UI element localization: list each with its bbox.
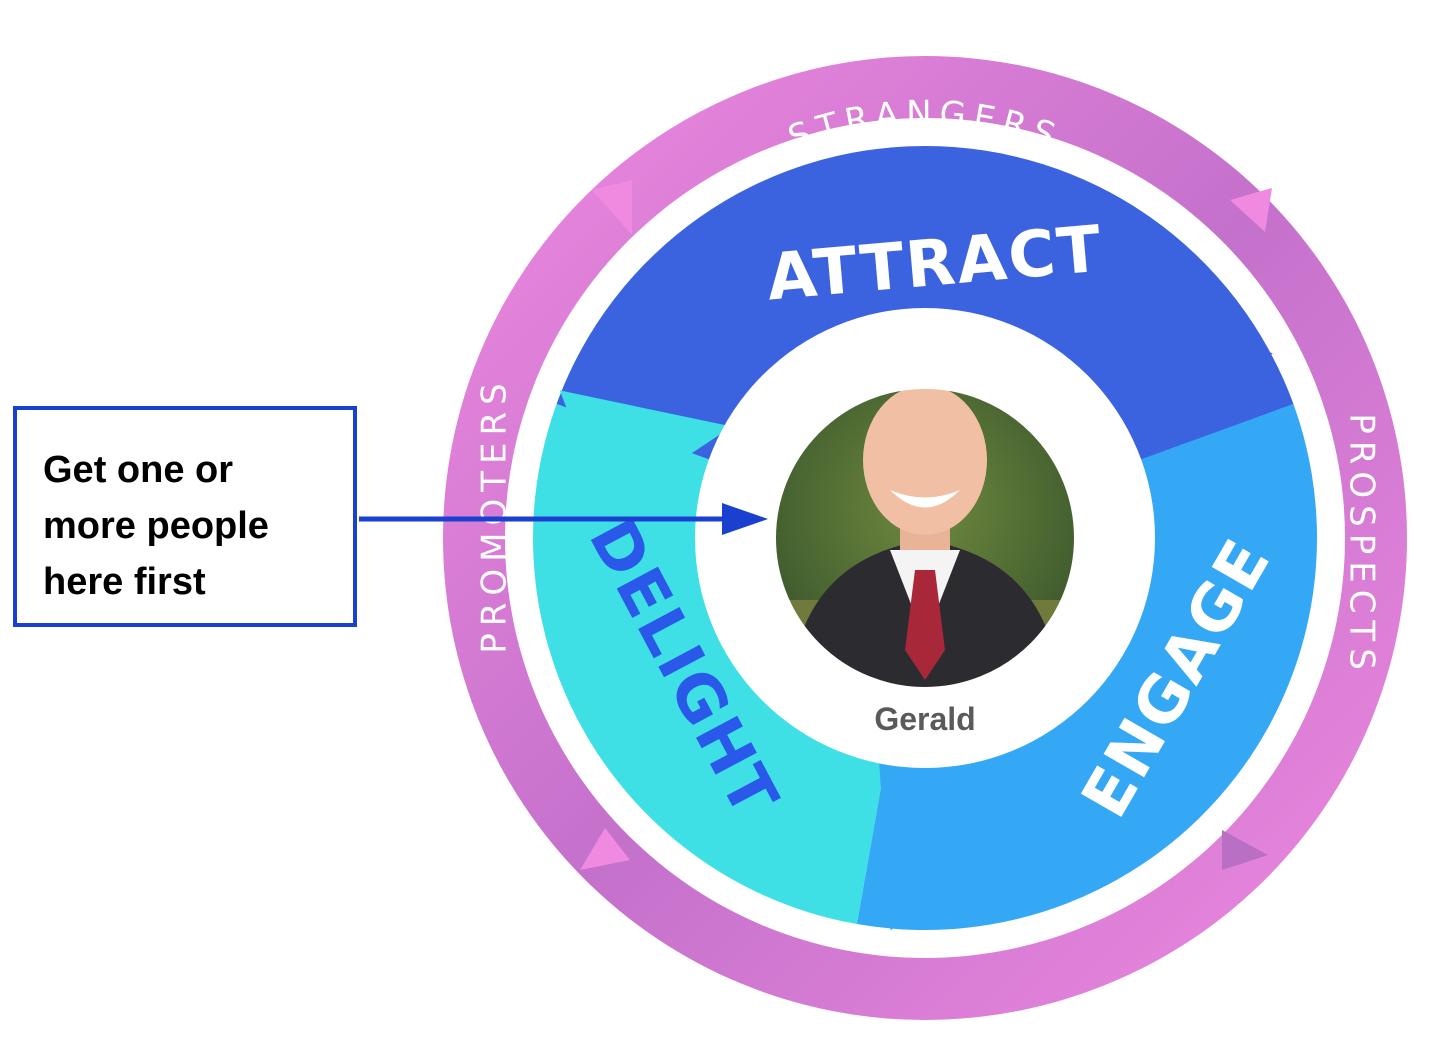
- sector-engage: [856, 372, 1317, 931]
- ring-arrow-bottom-right: [1222, 830, 1268, 870]
- ring-arrow-top-right: [1230, 188, 1272, 232]
- ring-arrow-top-left: [592, 180, 632, 235]
- notch-attract: [1134, 338, 1273, 462]
- person-name: Gerald: [874, 701, 975, 737]
- inner-wheel: [532, 146, 1317, 931]
- sector-attract: [556, 146, 1294, 462]
- callout-line: Get one or: [43, 449, 234, 491]
- notch-delight: [559, 390, 732, 511]
- label-promoters: PROMOTERS: [475, 376, 515, 653]
- callout-arrow: [359, 503, 768, 535]
- label-prospects: PROSPECTS: [1342, 413, 1382, 677]
- person-photo: [775, 388, 1075, 688]
- ring-arrow-bottom-left: [580, 828, 630, 870]
- callout-line: more people: [43, 505, 269, 547]
- callout-box: Get one or more people here first: [13, 406, 357, 627]
- notch-engage: [878, 756, 981, 931]
- callout-text: Get one or more people here first: [43, 442, 343, 610]
- callout-line: here first: [43, 561, 206, 603]
